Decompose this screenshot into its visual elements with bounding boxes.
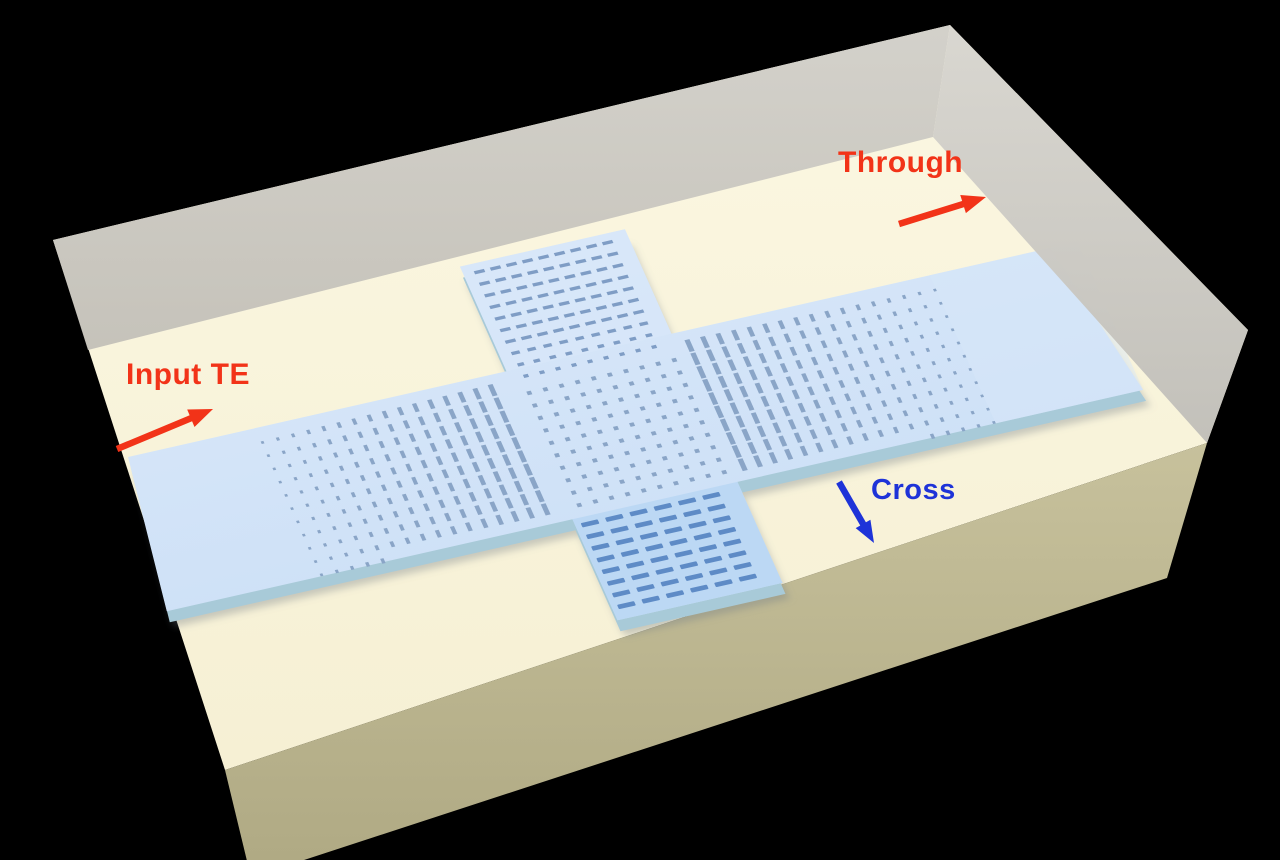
label-through: Through (838, 146, 964, 179)
cladding-band (53, 25, 950, 350)
device-top-face (128, 229, 1144, 621)
substrate-front-face (225, 443, 1207, 860)
bottom-arm-grating (580, 492, 757, 610)
waveguide-crossing-device (128, 229, 1151, 637)
label-input-te: Input TE (126, 358, 250, 391)
center-metamaterial (526, 357, 728, 508)
input-te-arrow (115, 409, 213, 453)
label-cross: Cross (871, 474, 956, 506)
cross-arrow (836, 480, 874, 543)
top-arm-grating (473, 239, 658, 379)
input-swg-taper (260, 384, 551, 577)
through-swg-taper (684, 288, 996, 472)
cladding-right-block (933, 25, 1248, 443)
through-arrow (898, 195, 986, 228)
